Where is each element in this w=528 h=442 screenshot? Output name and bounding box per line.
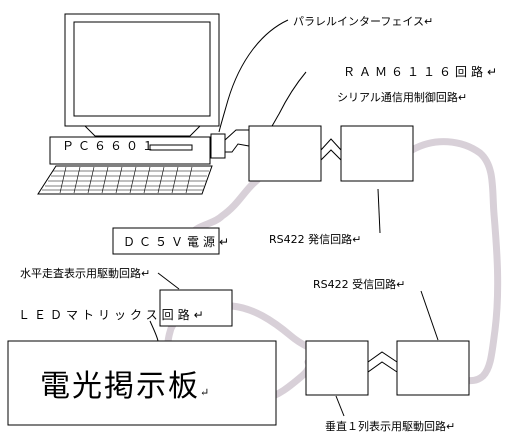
ribbon-connectors (224, 129, 398, 373)
block-rs422-rx (396, 340, 470, 396)
blocks (7, 125, 470, 426)
cable-right-loop (408, 138, 502, 385)
label-led-matrix: ＬＥＤマトリックス回路↵ (18, 308, 208, 322)
pointer-tx (377, 188, 381, 234)
signboard-title: 電光掲示板↵ (40, 369, 212, 404)
block-led-signboard (7, 340, 277, 426)
block-ram6116 (248, 125, 322, 182)
pointer-parallel (218, 19, 289, 133)
keyboard (37, 165, 213, 195)
label-parallel-interface: パラレルインターフェイス↵ (293, 15, 434, 28)
label-rs422-tx: RS422 発信回路↵ (269, 233, 362, 246)
parallel-connector (210, 133, 226, 159)
label-serial-comm: シリアル通信用制御回路↵ (337, 91, 468, 104)
keyboard-keys (42, 166, 209, 194)
monitor-base (83, 125, 202, 137)
pointer-led (149, 320, 159, 342)
label-ram6116: ＲＡＭ６１１６回路↵ (343, 65, 502, 79)
pointer-vert (335, 395, 345, 417)
label-dc5v: ＤＣ５Ｖ電源↵ (123, 235, 234, 249)
ribbon-ram-tx (320, 138, 342, 162)
ribbon-vert-rx (367, 351, 398, 373)
label-horizontal-scan: 水平走査表示用駆動回路↵ (20, 267, 151, 280)
pc-computer (37, 13, 226, 195)
pointer-rx (420, 290, 439, 341)
pointer-ram (271, 71, 307, 127)
cable-hscan-up (228, 302, 312, 351)
label-rs422-rx: RS422 受信回路↵ (313, 278, 406, 291)
label-vertical-display: 垂直１列表示用駆動回路↵ (325, 420, 456, 433)
pointer-hscan (157, 272, 180, 290)
monitor-screen (73, 21, 211, 117)
pointer-lines (149, 19, 439, 417)
block-vertical-drive (305, 340, 369, 396)
block-dc5v (112, 227, 220, 255)
block-rs422-tx (340, 125, 414, 182)
ribbon-pc-ram (224, 129, 250, 153)
block-horizontal-scan (159, 289, 233, 327)
pc-model-label: ＰＣ６６０１ (62, 139, 159, 153)
floppy-slot (149, 144, 193, 151)
